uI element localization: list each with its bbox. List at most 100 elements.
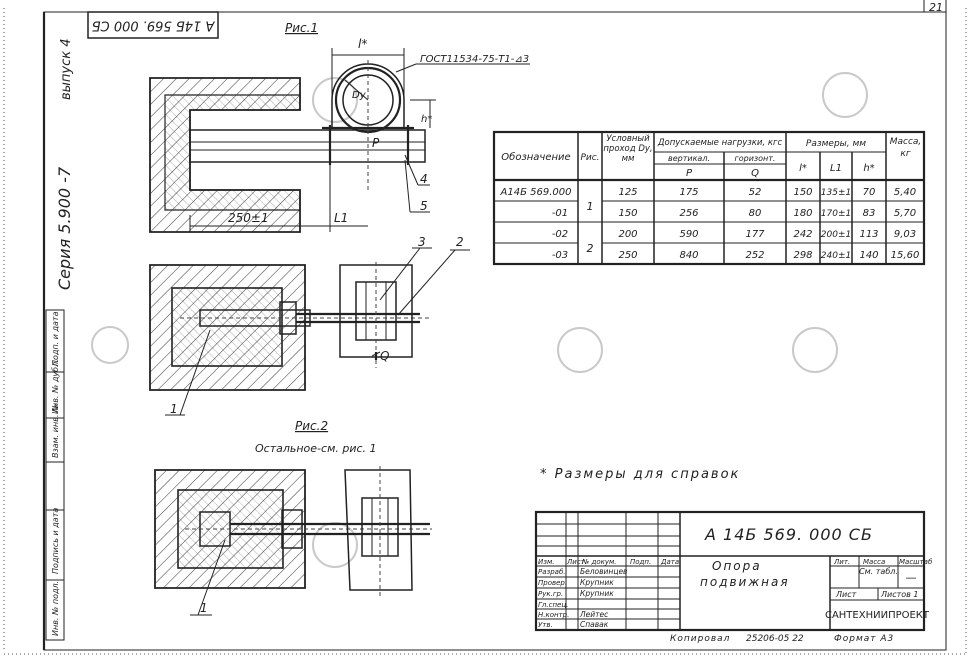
side-stamp-3: Взам. инв. № [51, 404, 60, 458]
tb-sheets-label: Листов 1 [880, 590, 919, 599]
tb-col-date: Дата [660, 558, 679, 566]
weld-leader [395, 63, 417, 73]
fig-value-2: 2 [587, 242, 594, 255]
row-3-mass: 15,60 [891, 250, 920, 261]
row-3-h: 140 [859, 250, 878, 261]
leader-3 [379, 247, 421, 301]
title-block [534, 510, 926, 632]
row-3-l: 298 [793, 250, 812, 261]
th-mass-wrap: Масса, кг [889, 137, 922, 159]
tb-format: Формат А3 [834, 634, 894, 644]
callout-4: 4 [420, 172, 428, 186]
row-3-dy: 250 [618, 250, 637, 261]
tb-role-0: Разраб. [538, 568, 566, 576]
fig1-wall-section [149, 77, 426, 233]
tb-name-2: подвижная [700, 575, 790, 589]
series-label: Серия 5.900 -7 [55, 166, 74, 290]
callout-3: 3 [418, 235, 426, 249]
row-1-designation: -01 [552, 208, 568, 219]
th-l: l* [799, 163, 807, 174]
tb-sheet-label: Лист [835, 590, 857, 599]
row-0-q: 52 [749, 187, 762, 198]
dim-250-line [189, 165, 368, 232]
label-q: Q [380, 349, 389, 363]
tb-person-2: Крупник [580, 589, 614, 598]
dim-h-label: h* [421, 114, 432, 125]
callout-fig2-1: 1 [200, 601, 208, 615]
row-2-p: 590 [679, 229, 698, 240]
row-1-h: 83 [863, 208, 876, 219]
table-row: -02 200 590 177 242 200±1 113 9,03 [552, 229, 916, 240]
row-3-p: 840 [679, 250, 698, 261]
th-designation: Обозначение [501, 151, 570, 163]
issue-label: выпуск 4 [59, 38, 74, 100]
fig2-title: Рис.2 [295, 419, 328, 433]
tb-mass-value-wrap: См. табл. [859, 567, 898, 576]
row-0-p: 175 [679, 187, 698, 198]
row-1-l1: 170±1 [821, 209, 851, 219]
table-row: -01 150 256 80 180 170±1 83 5,70 [552, 208, 916, 219]
th-horizontal: горизонт. [735, 154, 776, 163]
tb-col-sign: Подп. [630, 558, 651, 566]
tb-role-3: Гл.спец. [538, 601, 568, 609]
row-0-designation: А14Б 569.000 [500, 187, 572, 198]
side-stamp-2: Подпись и дата [51, 508, 60, 574]
row-1-mass: 5,70 [894, 208, 916, 219]
tb-role-2: Рук.гр. [538, 590, 563, 598]
th-loads: Допускаемые нагрузки, кгс [657, 138, 783, 148]
tb-person-4: Лейтес [579, 610, 609, 619]
th-fig: Рис. [580, 153, 599, 163]
row-3-q: 252 [745, 250, 764, 261]
row-0-l: 150 [793, 187, 812, 198]
table-row: -03 250 840 252 298 240±1 140 15,60 [552, 250, 919, 261]
side-stamp-4: Инв. № дубл. [51, 359, 60, 414]
tb-lit-label: Лит. [833, 558, 850, 566]
dim-d-label: Dу [352, 90, 367, 101]
tb-code: А 14Б 569. 000 СБ [704, 525, 873, 544]
fig2-note: Остальное-см. рис. 1 [255, 442, 377, 455]
row-2-mass: 9,03 [894, 229, 916, 240]
row-2-q: 177 [745, 229, 765, 240]
row-1-l: 180 [793, 208, 812, 219]
callout-5: 5 [420, 199, 428, 213]
fig-value-1: 1 [587, 200, 594, 213]
th-passage-wrap: Условный проход Dу, мм [603, 134, 652, 164]
label-p: P [372, 136, 380, 150]
tb-role-4: Н.контр. [538, 611, 569, 619]
row-2-designation: -02 [552, 229, 568, 240]
tb-person-0: Беловинцев [580, 567, 627, 576]
fig1-plan-clamp [339, 262, 413, 368]
fig1-pipe-clamp [322, 60, 414, 190]
leader-2 [397, 249, 456, 316]
row-2-l1: 200±1 [821, 230, 851, 240]
leader-1 [179, 329, 211, 416]
th-h: h* [863, 163, 874, 174]
row-1-p: 256 [679, 208, 698, 219]
spec-table [492, 130, 926, 266]
row-1-dy: 150 [618, 208, 637, 219]
side-stamp-5: Подп. и дата [51, 311, 60, 366]
dim-h-line [410, 99, 436, 128]
side-stamp: Подп. и дата Инв. № дубл. Взам. инв. № П… [45, 309, 65, 641]
tb-order: 25206-05 22 [746, 634, 804, 644]
tb-role-5: Утв. [538, 621, 553, 629]
tb-scale-value: — [906, 571, 917, 584]
tb-col-doc: № докум. [581, 558, 617, 566]
fig1-title: Рис.1 [285, 21, 318, 35]
tb-scale-label: Масштаб [899, 558, 933, 566]
th-l1: L1 [830, 163, 842, 174]
leader-5 [404, 159, 411, 213]
th-mass: Масса, кг [889, 137, 922, 159]
tb-org: САНТЕХНИИПРОЕКТ [825, 610, 930, 621]
row-3-designation: -03 [552, 250, 568, 261]
tb-role-1: Провер. [538, 579, 567, 587]
row-0-mass: 5,40 [894, 187, 916, 198]
th-vertical: вертикал. [668, 154, 710, 163]
weld-note: ГОСТ11534-75-Т1-⊿3 [420, 54, 529, 65]
th-q: Q [751, 168, 759, 179]
tb-mass-value: См. табл. [859, 567, 898, 576]
fig2-wall [154, 469, 432, 589]
top-code-text: А 14Б 569. 000 СБ [92, 18, 216, 33]
reference-note: * Размеры для справок [540, 467, 740, 482]
